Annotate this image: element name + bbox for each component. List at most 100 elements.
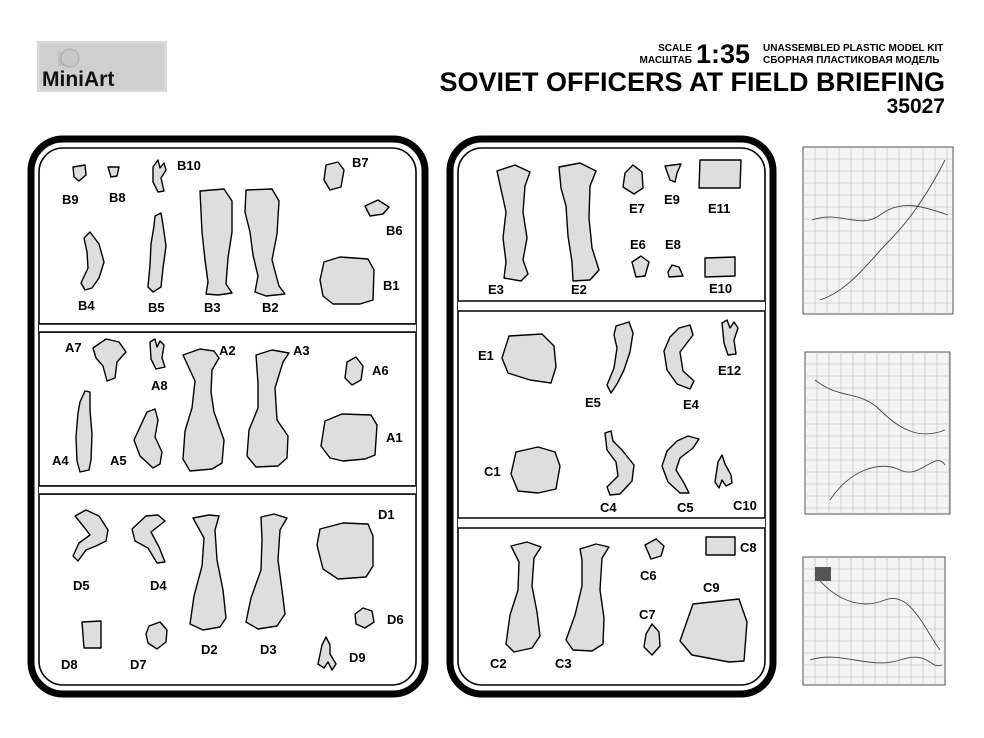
map-2 <box>804 351 951 515</box>
header: SCALE МАСШТАБ 1:35 UNASSEMBLED PLASTIC M… <box>439 39 945 118</box>
part-e5 <box>606 321 634 394</box>
part-e3 <box>496 164 531 282</box>
label-b2: B2 <box>262 300 279 315</box>
part-c1 <box>510 446 561 494</box>
part-c5 <box>661 435 700 494</box>
part-d2 <box>189 514 227 631</box>
label-a8: A8 <box>151 378 168 393</box>
part-d3 <box>245 513 288 630</box>
label-e9: E9 <box>664 192 680 207</box>
label-b7: B7 <box>352 155 369 170</box>
label-c8: C8 <box>740 540 757 555</box>
label-e12: E12 <box>718 363 741 378</box>
kit-title: SOVIET OFFICERS AT FIELD BRIEFING <box>439 67 945 97</box>
label-c5: C5 <box>677 500 694 515</box>
label-b5: B5 <box>148 300 165 315</box>
part-c8 <box>705 536 736 556</box>
part-d5 <box>72 509 109 562</box>
part-e1 <box>501 333 557 384</box>
label-b1: B1 <box>383 278 400 293</box>
scale-label-ru: МАСШТАБ <box>640 55 692 66</box>
section-e-mid: E1 E12 E5 E4 C1 C4 C5 C10 <box>478 319 757 515</box>
part-b7 <box>323 161 345 191</box>
label-e8: E8 <box>665 237 681 252</box>
label-a3: A3 <box>293 343 310 358</box>
part-b3 <box>199 188 233 296</box>
label-e11: E11 <box>708 201 730 216</box>
label-b3: B3 <box>204 300 221 315</box>
label-a1: A1 <box>386 430 403 445</box>
part-e8 <box>667 264 684 278</box>
part-b1 <box>319 256 375 305</box>
label-b6: B6 <box>386 223 403 238</box>
label-d1: D1 <box>378 507 395 522</box>
part-b10 <box>152 159 167 193</box>
section-e-top: E7 E9 E11 E6 E8 E3 E2 E10 <box>488 159 742 297</box>
sprue-left: B10 B9 B8 B7 B6 B4 B5 B3 B2 B1 A7 A8 A2 … <box>27 135 429 698</box>
label-e10: E10 <box>709 281 732 296</box>
label-e7: E7 <box>629 201 645 216</box>
part-e10 <box>704 256 736 278</box>
label-d7: D7 <box>130 657 147 672</box>
label-d4: D4 <box>150 578 167 593</box>
part-e9 <box>664 163 682 183</box>
label-e3: E3 <box>488 282 504 297</box>
part-d6 <box>354 607 375 629</box>
section-a: A7 A8 A2 A3 A6 A1 A4 A5 <box>52 338 403 473</box>
label-c4: C4 <box>600 500 617 515</box>
label-c9: C9 <box>703 580 720 595</box>
label-c1: C1 <box>484 464 501 479</box>
part-b8 <box>107 166 120 178</box>
part-c10 <box>714 454 733 489</box>
scale-value: 1:35 <box>696 39 750 69</box>
part-e12 <box>721 319 739 356</box>
scale-label-en: SCALE <box>658 43 692 54</box>
part-b2 <box>244 188 286 297</box>
label-e4: E4 <box>683 397 700 412</box>
label-c6: C6 <box>640 568 657 583</box>
part-a3 <box>246 349 290 468</box>
part-c6 <box>644 538 665 560</box>
label-c10: C10 <box>733 498 757 513</box>
kit-type-en: UNASSEMBLED PLASTIC MODEL KIT <box>763 43 943 54</box>
part-c9 <box>679 598 748 663</box>
kit-type-ru: СБОРНАЯ ПЛАСТИКОВАЯ МОДЕЛЬ <box>763 55 939 66</box>
part-a4 <box>75 390 93 473</box>
part-d8 <box>81 620 102 649</box>
part-b4 <box>80 231 105 291</box>
part-a5 <box>133 408 163 469</box>
section-c: C8 C6 C9 C7 C2 C3 <box>490 536 757 671</box>
label-d8: D8 <box>61 657 78 672</box>
label-a6: A6 <box>372 363 389 378</box>
part-e2 <box>558 162 600 282</box>
label-e1: E1 <box>478 348 494 363</box>
part-c7 <box>643 623 661 656</box>
label-c3: C3 <box>555 656 572 671</box>
label-d9: D9 <box>349 650 366 665</box>
label-e2: E2 <box>571 282 587 297</box>
label-d2: D2 <box>201 642 218 657</box>
part-e11 <box>698 159 742 189</box>
sprue-right: E7 E9 E11 E6 E8 E3 E2 E10 E1 E12 E5 E4 C… <box>446 135 777 698</box>
part-c4 <box>604 430 635 496</box>
label-b4: B4 <box>78 298 95 313</box>
part-d4 <box>131 514 166 564</box>
label-d5: D5 <box>73 578 90 593</box>
part-c3 <box>565 543 610 652</box>
part-b5 <box>147 212 167 293</box>
part-d1 <box>316 522 374 580</box>
section-b: B10 B9 B8 B7 B6 B4 B5 B3 B2 B1 <box>62 155 403 315</box>
part-e6 <box>631 255 650 278</box>
label-a4: A4 <box>52 453 69 468</box>
logo-text: MiniArt <box>42 68 114 91</box>
map-3 <box>802 556 946 686</box>
part-a1 <box>320 413 378 462</box>
label-a2: A2 <box>219 343 236 358</box>
map-1 <box>802 146 954 315</box>
part-e4 <box>663 324 695 390</box>
part-d7 <box>145 621 168 650</box>
label-a7: A7 <box>65 340 82 355</box>
part-a8 <box>149 338 166 370</box>
label-d6: D6 <box>387 612 404 627</box>
